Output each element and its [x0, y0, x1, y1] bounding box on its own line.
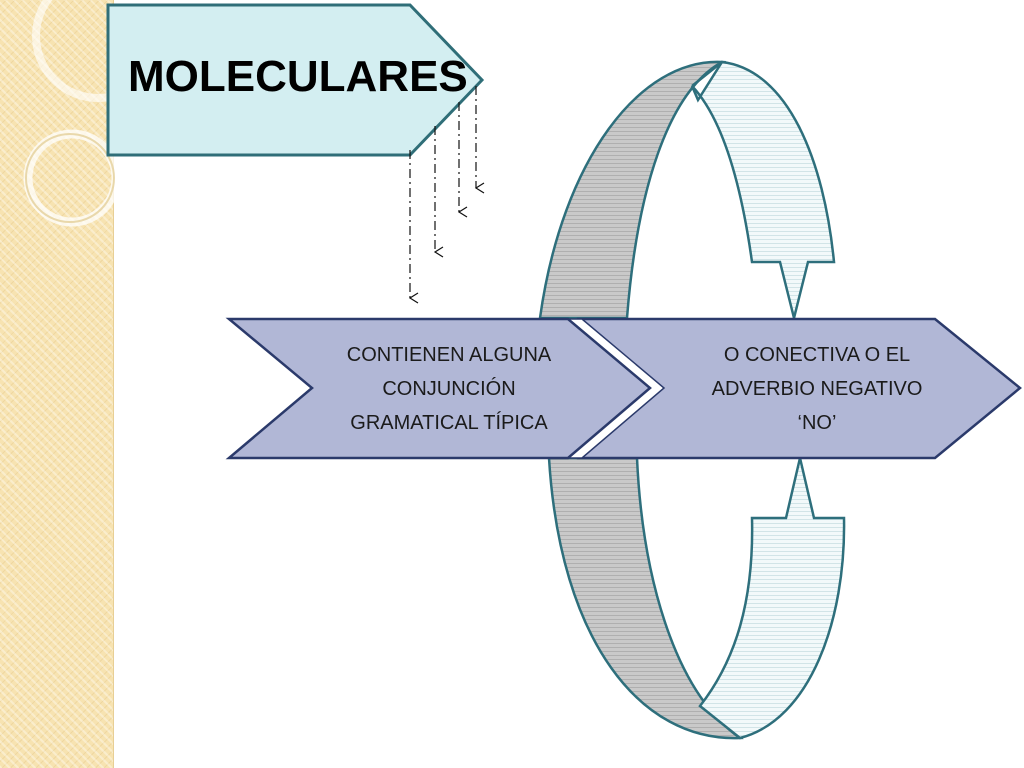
title-banner: [106, 3, 485, 157]
chevron-2-text: O CONECTIVA O EL ADVERBIO NEGATIVO ‘NO’: [686, 338, 948, 440]
ring-lower-light-band: [698, 457, 846, 740]
chevron-1-line-1: CONTIENEN ALGUNA: [346, 344, 552, 366]
decorative-sidebar: [0, 0, 114, 768]
chevron-1-line-3: GRAMATICAL TÍPICA: [350, 412, 548, 434]
ring-upper-light-band: [690, 60, 836, 319]
chevron-2-line-1: O CONECTIVA O EL: [723, 344, 911, 366]
chevron-1-text: CONTIENEN ALGUNA CONJUNCIÓN GRAMATICAL T…: [318, 338, 580, 440]
ring-upper-head-icon: [691, 61, 723, 87]
dashdot-arrows: [408, 86, 485, 304]
chevron-1-line-2: CONJUNCIÓN: [382, 378, 516, 400]
ring-upper-gray-band: [538, 60, 727, 320]
chevron-2-line-2: ADVERBIO NEGATIVO: [711, 378, 923, 400]
chevron-box-1: [225, 317, 652, 460]
page-title: MOLECULARES: [128, 52, 468, 101]
chevron-2-line-3: ‘NO’: [797, 412, 837, 434]
